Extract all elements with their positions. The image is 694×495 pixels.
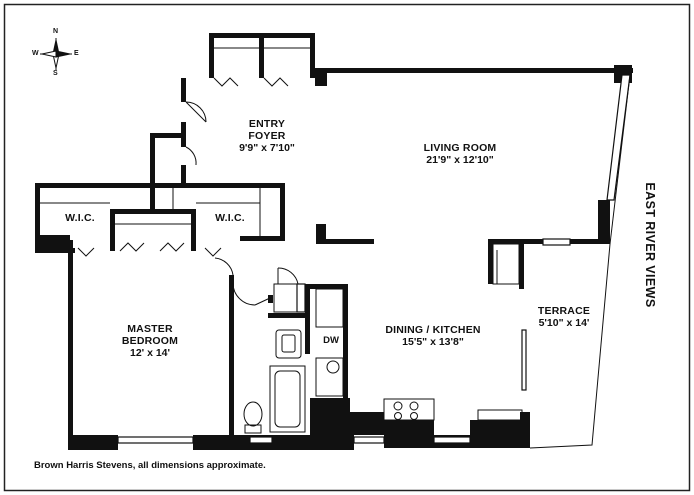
- master-bedroom-label: MASTER BEDROOM 12' x 14': [100, 323, 200, 359]
- living-room-dims: 21'9" x 12'10": [426, 154, 494, 166]
- east-river-views-label: EAST RIVER VIEWS: [643, 182, 657, 308]
- master-bedroom-dims: 12' x 14': [129, 347, 171, 359]
- master-bedroom-name-line2: BEDROOM: [121, 335, 179, 347]
- dining-kitchen-dims: 15'5" x 13'8": [402, 336, 464, 348]
- entry-foyer-dims: 9'9" x 7'10": [239, 142, 295, 154]
- dining-kitchen-name: DINING / KITCHEN: [385, 324, 481, 336]
- terrace-name: TERRACE: [537, 305, 591, 317]
- terrace-dims: 5'10" x 14': [538, 317, 590, 329]
- wic-right-label: W.I.C.: [215, 212, 245, 224]
- compass-north: N: [53, 28, 59, 35]
- entry-foyer-label: ENTRY FOYER 9'9" x 7'10": [222, 118, 312, 154]
- compass-icon: [40, 38, 72, 70]
- border: [3, 3, 691, 492]
- dishwasher-label: DW: [323, 335, 339, 346]
- living-room-label: LIVING ROOM 21'9" x 12'10": [400, 142, 520, 166]
- compass-west: W: [32, 50, 39, 57]
- compass-south: S: [53, 70, 58, 77]
- entry-foyer-name-line1: ENTRY: [248, 118, 286, 130]
- master-bedroom-name-line1: MASTER: [127, 323, 173, 335]
- compass-east: E: [74, 50, 79, 57]
- credit-text: Brown Harris Stevens, all dimensions app…: [34, 460, 266, 471]
- dining-kitchen-label: DINING / KITCHEN 15'5" x 13'8": [368, 324, 498, 348]
- entry-foyer-name-line2: FOYER: [248, 130, 286, 142]
- wic-left-label: W.I.C.: [65, 212, 95, 224]
- terrace-label: TERRACE 5'10" x 14': [524, 305, 604, 329]
- living-room-name: LIVING ROOM: [423, 142, 497, 154]
